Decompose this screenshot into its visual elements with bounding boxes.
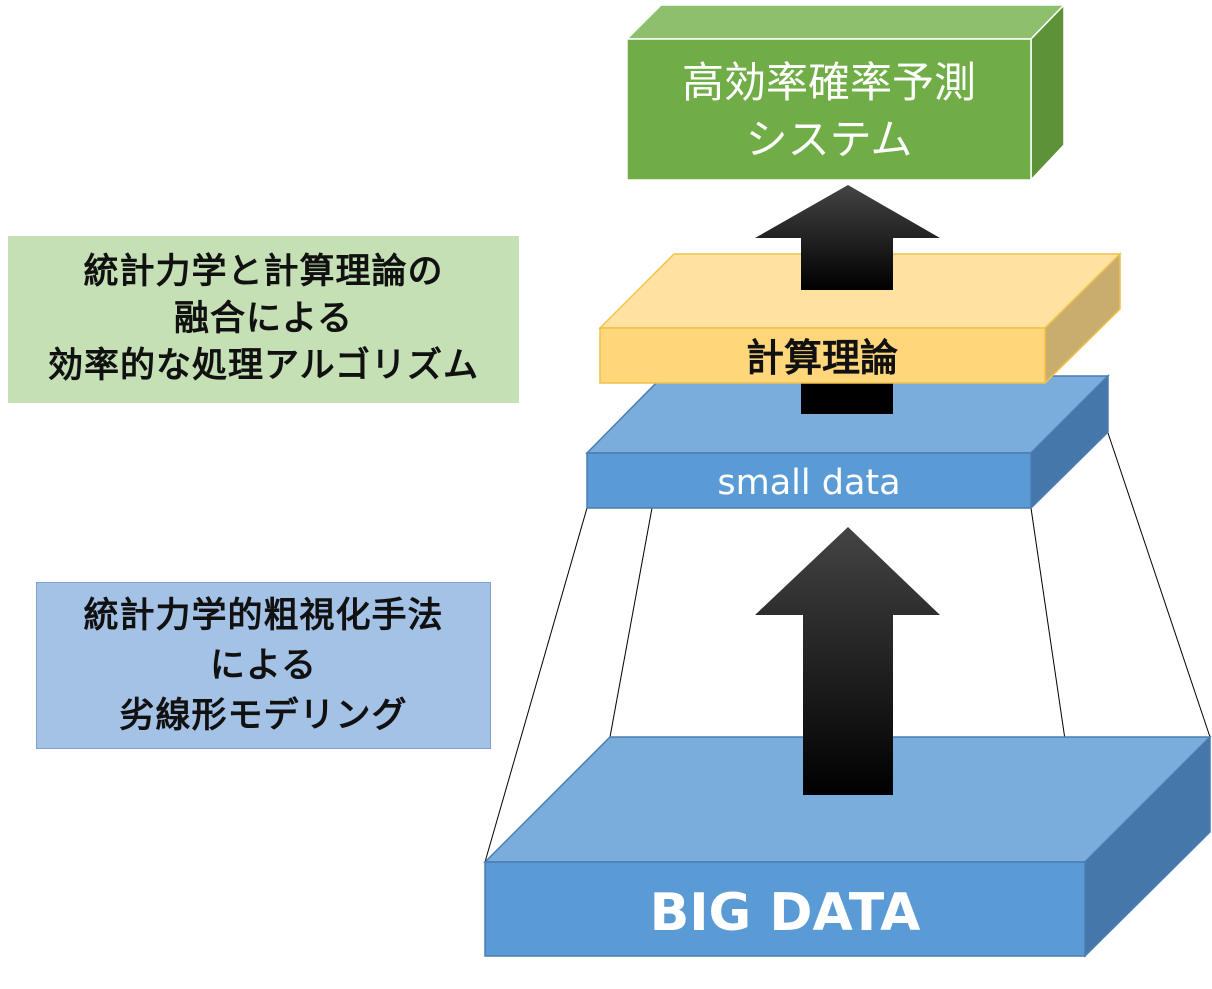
up-arrow-small-to-computation-stem [801, 383, 893, 414]
system-label-line1: 高効率確率予測 [682, 58, 976, 107]
note-blue-line2: による [210, 645, 317, 686]
system-label-line2: システム [746, 115, 913, 164]
small-data-block [585, 374, 1110, 510]
note-green-line1: 統計力学と計算理論の [83, 252, 444, 292]
big-data-label: BIG DATA [650, 883, 921, 943]
system-block: 高効率確率予測 システム [625, 3, 1066, 182]
computation-theory-block: 計算理論 [598, 252, 1122, 385]
funnel-lines [484, 432, 1211, 863]
note-green-line2: 融合による [174, 299, 353, 339]
note-statistical-computation: 統計力学と計算理論の 融合による 効率的な処理アルゴリズム [8, 236, 519, 403]
up-arrow-big-to-small [755, 527, 940, 795]
big-data-block: BIG DATA [483, 735, 1212, 958]
computation-theory-label: 計算理論 [746, 336, 898, 380]
up-arrow-computation-to-system [755, 185, 940, 290]
note-green-line3: 効率的な処理アルゴリズム [48, 346, 479, 386]
note-coarse-graining: 統計力学的粗視化手法 による 劣線形モデリング [36, 582, 491, 749]
note-blue-line3: 劣線形モデリング [119, 695, 408, 736]
note-blue-line1: 統計力学的粗視化手法 [83, 595, 444, 636]
small-data-label: small data [717, 463, 900, 503]
